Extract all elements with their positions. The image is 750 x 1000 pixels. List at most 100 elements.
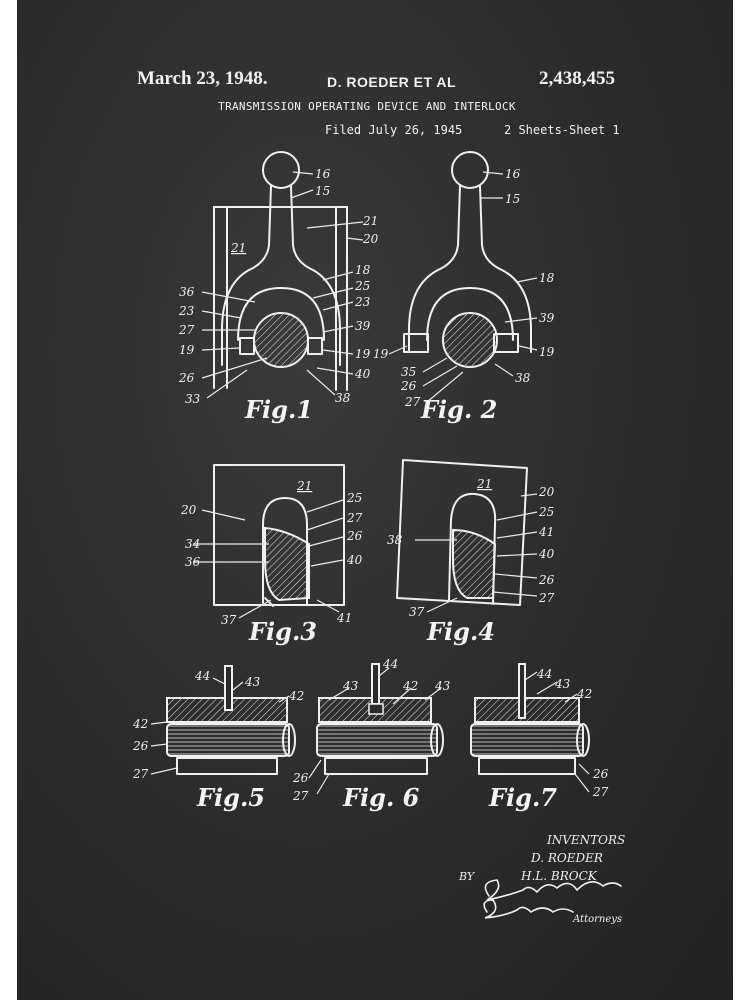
- figure-7-label: Fig.7: [488, 783, 557, 812]
- attorney-signature-1: [484, 879, 622, 901]
- ref-numeral: 38: [515, 371, 531, 385]
- figure-1-leaders: [201, 171, 364, 399]
- figure-3-label: Fig.3: [248, 617, 317, 646]
- ref-numeral: 16: [505, 167, 521, 181]
- ref-numeral: 25: [346, 491, 362, 505]
- ref-numeral: 19: [373, 347, 389, 361]
- figure-5-leaders: [150, 677, 290, 775]
- ref-numeral: 41: [336, 611, 352, 625]
- chalkboard-patent-sheet: March 23, 1948. D. ROEDER ET AL 2,438,45…: [17, 0, 733, 1000]
- ref-numeral: 39: [539, 311, 555, 325]
- figure-6-label: Fig. 6: [342, 783, 420, 812]
- figure-3-drawing: [213, 464, 345, 607]
- ref-numeral: 20: [362, 232, 379, 246]
- filed-date: Filed July 26, 1945: [325, 123, 463, 137]
- inventors-heading: INVENTORS: [546, 833, 625, 847]
- attorneys-label: Attorneys: [572, 914, 622, 925]
- ref-numeral: 43: [554, 677, 571, 691]
- ref-numeral: 42: [576, 687, 592, 701]
- ref-numeral: 26: [132, 739, 149, 753]
- ref-numeral: 43: [434, 679, 451, 693]
- ref-numeral: 39: [355, 319, 371, 333]
- ref-numeral: 40: [354, 367, 371, 381]
- inventors-block: INVENTORS D. ROEDER H.L. BROCK BY Attorn…: [458, 833, 625, 925]
- ref-numeral: 25: [538, 505, 554, 519]
- ref-numeral: 26: [538, 573, 555, 587]
- by-label: BY: [458, 870, 476, 883]
- ref-numeral: 15: [505, 192, 520, 206]
- ref-numeral: 21: [230, 241, 246, 255]
- ref-numeral: 27: [132, 767, 149, 781]
- attorney-signature-2: [483, 899, 574, 919]
- ref-numeral: 15: [315, 184, 330, 198]
- figure-4-leaders: [415, 493, 538, 613]
- figure-3-leaders: [193, 499, 344, 619]
- ref-numeral: 27: [538, 591, 555, 605]
- ref-numeral: 26: [592, 767, 609, 781]
- ref-numeral: 26: [292, 771, 309, 785]
- ref-numeral: 27: [404, 395, 421, 409]
- ref-numeral: 23: [178, 304, 195, 318]
- ref-numeral: 37: [409, 605, 425, 619]
- ref-numeral: 38: [387, 533, 403, 547]
- inventor-name-2: H.L. BROCK: [520, 869, 598, 883]
- ref-numeral: 40: [538, 547, 555, 561]
- figure-1-label: Fig.1: [244, 395, 313, 424]
- ref-numeral: 18: [539, 271, 555, 285]
- figure-4-drawing: [396, 459, 528, 606]
- ref-numeral: 44: [382, 657, 398, 671]
- ref-numeral: 43: [342, 679, 359, 693]
- figure-1-drawing: [213, 151, 348, 391]
- ref-numeral: 43: [244, 675, 261, 689]
- ref-numeral: 36: [179, 285, 195, 299]
- figure-6-numerals: 44 43 42 43 26 27: [292, 657, 451, 803]
- patent-title: TRANSMISSION OPERATING DEVICE AND INTERL…: [218, 100, 516, 113]
- figure-2-numerals: 16 15 18 39 19 19 35 26 38 27: [373, 167, 555, 409]
- ref-numeral: 21: [296, 479, 312, 493]
- ref-numeral: 19: [179, 343, 195, 357]
- ref-numeral: 20: [180, 503, 197, 517]
- ref-numeral: 44: [194, 669, 210, 683]
- ref-numeral: 44: [536, 667, 552, 681]
- ref-numeral: 42: [132, 717, 148, 731]
- patent-date: March 23, 1948.: [137, 68, 268, 89]
- figure-3-numerals: 21 20 25 27 34 26 36 40 37 41: [180, 479, 363, 627]
- ref-numeral: 35: [401, 365, 416, 379]
- ref-numeral: 21: [362, 214, 378, 228]
- ref-numeral: 23: [354, 295, 371, 309]
- figure-4-label: Fig.4: [426, 617, 495, 646]
- ref-numeral: 27: [346, 511, 363, 525]
- ref-numeral: 27: [178, 323, 195, 337]
- ref-numeral: 21: [476, 477, 492, 491]
- sheet-count: 2 Sheets-Sheet 1: [504, 123, 620, 137]
- ref-numeral: 27: [292, 789, 309, 803]
- figure-2-drawing: [403, 151, 532, 368]
- figure-6-leaders: [308, 667, 442, 795]
- ref-numeral: 38: [335, 391, 351, 405]
- ref-numeral: 19: [355, 347, 371, 361]
- ref-numeral: 33: [185, 392, 201, 406]
- ref-numeral: 34: [185, 537, 200, 551]
- ref-numeral: 37: [221, 613, 237, 627]
- figure-1-numerals: 16 15 21 20 21 18 25 36 23 23 27 39 19 1…: [178, 167, 379, 406]
- figure-2-label: Fig. 2: [420, 395, 497, 424]
- figure-5-drawing: [166, 665, 296, 775]
- figure-7-drawing: [470, 663, 590, 775]
- ref-numeral: 25: [354, 279, 370, 293]
- ref-numeral: 40: [346, 553, 363, 567]
- figure-7-leaders: [524, 671, 590, 793]
- figure-4-numerals: 21 20 25 38 41 40 26 27 37: [387, 477, 555, 619]
- ref-numeral: 18: [355, 263, 371, 277]
- ref-numeral: 20: [538, 485, 555, 499]
- ref-numeral: 19: [539, 345, 555, 359]
- inventor-names: D. ROEDER ET AL: [327, 74, 457, 90]
- ref-numeral: 27: [592, 785, 609, 799]
- inventor-name-1: D. ROEDER: [530, 851, 603, 865]
- figure-2-leaders: [388, 171, 538, 403]
- figure-5-label: Fig.5: [196, 783, 265, 812]
- figure-5-numerals: 44 43 42 42 26 27: [132, 669, 304, 781]
- ref-numeral: 42: [288, 689, 304, 703]
- ref-numeral: 16: [315, 167, 331, 181]
- patent-number: 2,438,455: [539, 68, 615, 89]
- figure-7-numerals: 44 43 42 26 27: [536, 667, 609, 799]
